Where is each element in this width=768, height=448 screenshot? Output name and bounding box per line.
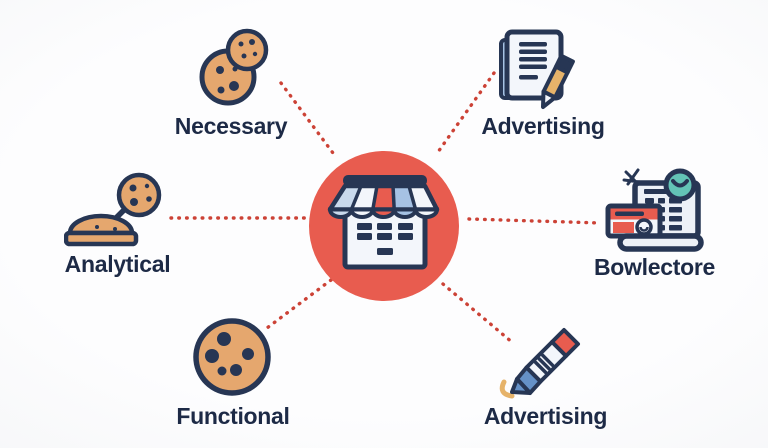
node-label-functional: Functional: [176, 403, 290, 429]
marker-pen-icon: [499, 328, 580, 399]
connector-functional: [261, 278, 333, 333]
node-advertising-bottom: Advertising: [478, 324, 613, 429]
cookie-scoop-icon: [63, 172, 161, 247]
document-pencil-icon: [499, 29, 575, 109]
hub-store: [306, 148, 462, 304]
node-bowlectore: Bowlectore: [592, 158, 717, 280]
storefront-icon: [309, 151, 459, 301]
connector-advertising-top: [436, 71, 496, 154]
node-label-bowlectore: Bowlectore: [594, 254, 715, 280]
node-label-analytical: Analytical: [64, 251, 171, 277]
node-label-advertising-top: Advertising: [481, 113, 605, 139]
node-label-necessary: Necessary: [174, 113, 288, 139]
node-advertising-top: Advertising: [478, 28, 608, 139]
laptop-checkout-icon: [605, 168, 704, 252]
connector-bowlectore: [467, 217, 603, 225]
node-analytical: Analytical: [50, 170, 185, 277]
cookie-icon: [193, 318, 271, 396]
node-label-advertising-bottom: Advertising: [483, 403, 608, 429]
cookies-pair-icon: [199, 28, 269, 106]
node-functional: Functional: [168, 318, 298, 429]
connector-necessary: [279, 81, 335, 155]
node-necessary: Necessary: [166, 26, 296, 139]
connector-advertising-bottom: [441, 282, 515, 345]
